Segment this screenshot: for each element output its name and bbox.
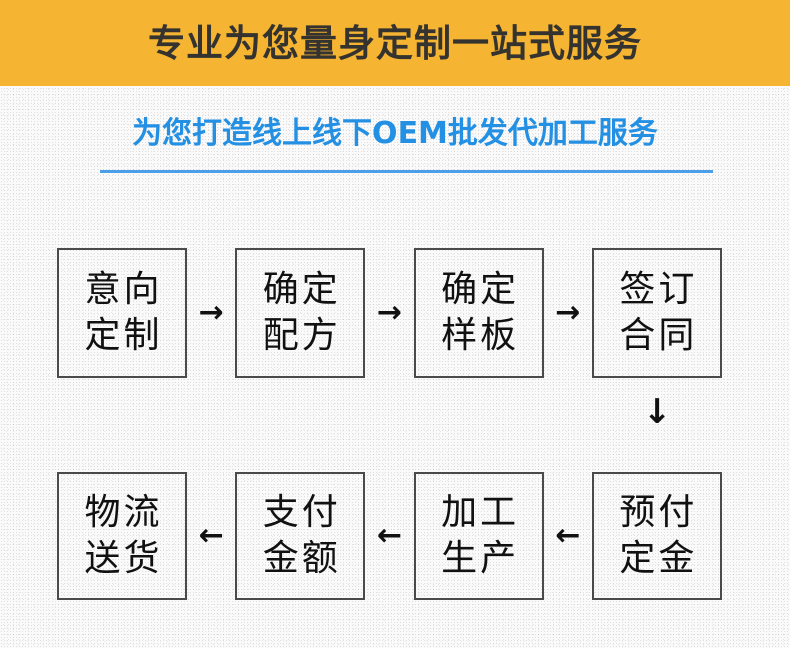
- page-title: 专业为您量身定制一站式服务: [148, 21, 642, 65]
- node-line-1: 确定: [262, 268, 341, 310]
- node-line-2: 合同: [619, 315, 698, 356]
- node-line-1: 确定: [441, 268, 520, 310]
- node-line-1: 预付: [619, 491, 698, 533]
- node-line-1: 意向: [84, 268, 163, 310]
- flow-row-2: 物流 送货 ← 支付 金额 ← 加工 生产 ← 预付 定金: [57, 472, 722, 600]
- arrow-right-icon: →: [198, 295, 224, 330]
- arrow-right-icon: →: [376, 295, 403, 330]
- node-line-2: 配方: [262, 315, 341, 356]
- flow-node-intent-customization[interactable]: 意向 定制: [57, 248, 187, 378]
- node-line-2: 金额: [262, 538, 341, 579]
- node-line-1: 签订: [619, 268, 698, 310]
- node-line-2: 定金: [619, 538, 698, 579]
- arrow-left-icon: ←: [198, 518, 224, 553]
- arrow-left-icon: ←: [555, 518, 581, 553]
- subtitle-text: 为您打造线上线下OEM批发代加工服务: [132, 116, 658, 151]
- subtitle-divider: [100, 170, 713, 173]
- node-line-2: 送货: [84, 538, 163, 579]
- node-line-2: 定制: [84, 315, 163, 356]
- flow-node-logistics-delivery[interactable]: 物流 送货: [57, 472, 187, 600]
- header-banner: 专业为您量身定制一站式服务: [0, 0, 790, 86]
- flow-node-processing-production[interactable]: 加工 生产: [413, 472, 544, 600]
- node-line-1: 物流: [84, 491, 163, 533]
- node-line-2: 样板: [441, 315, 520, 356]
- arrow-right-icon: →: [555, 295, 581, 330]
- flow-node-confirm-formula[interactable]: 确定 配方: [235, 248, 366, 378]
- node-line-1: 加工: [441, 491, 520, 533]
- subtitle-block: 为您打造线上线下OEM批发代加工服务: [0, 118, 790, 150]
- node-line-1: 支付: [262, 491, 341, 533]
- node-line-2: 生产: [441, 538, 520, 579]
- flow-node-pay-balance[interactable]: 支付 金额: [235, 472, 366, 600]
- arrow-down-icon: ↓: [642, 392, 672, 432]
- flow-node-prepay-deposit[interactable]: 预付 定金: [591, 472, 722, 600]
- arrow-left-icon: ←: [376, 518, 403, 553]
- flow-row-1: 意向 定制 → 确定 配方 → 确定 样板 → 签订 合同: [57, 248, 722, 378]
- flow-node-sign-contract[interactable]: 签订 合同: [591, 248, 722, 378]
- flow-node-confirm-sample[interactable]: 确定 样板: [413, 248, 544, 378]
